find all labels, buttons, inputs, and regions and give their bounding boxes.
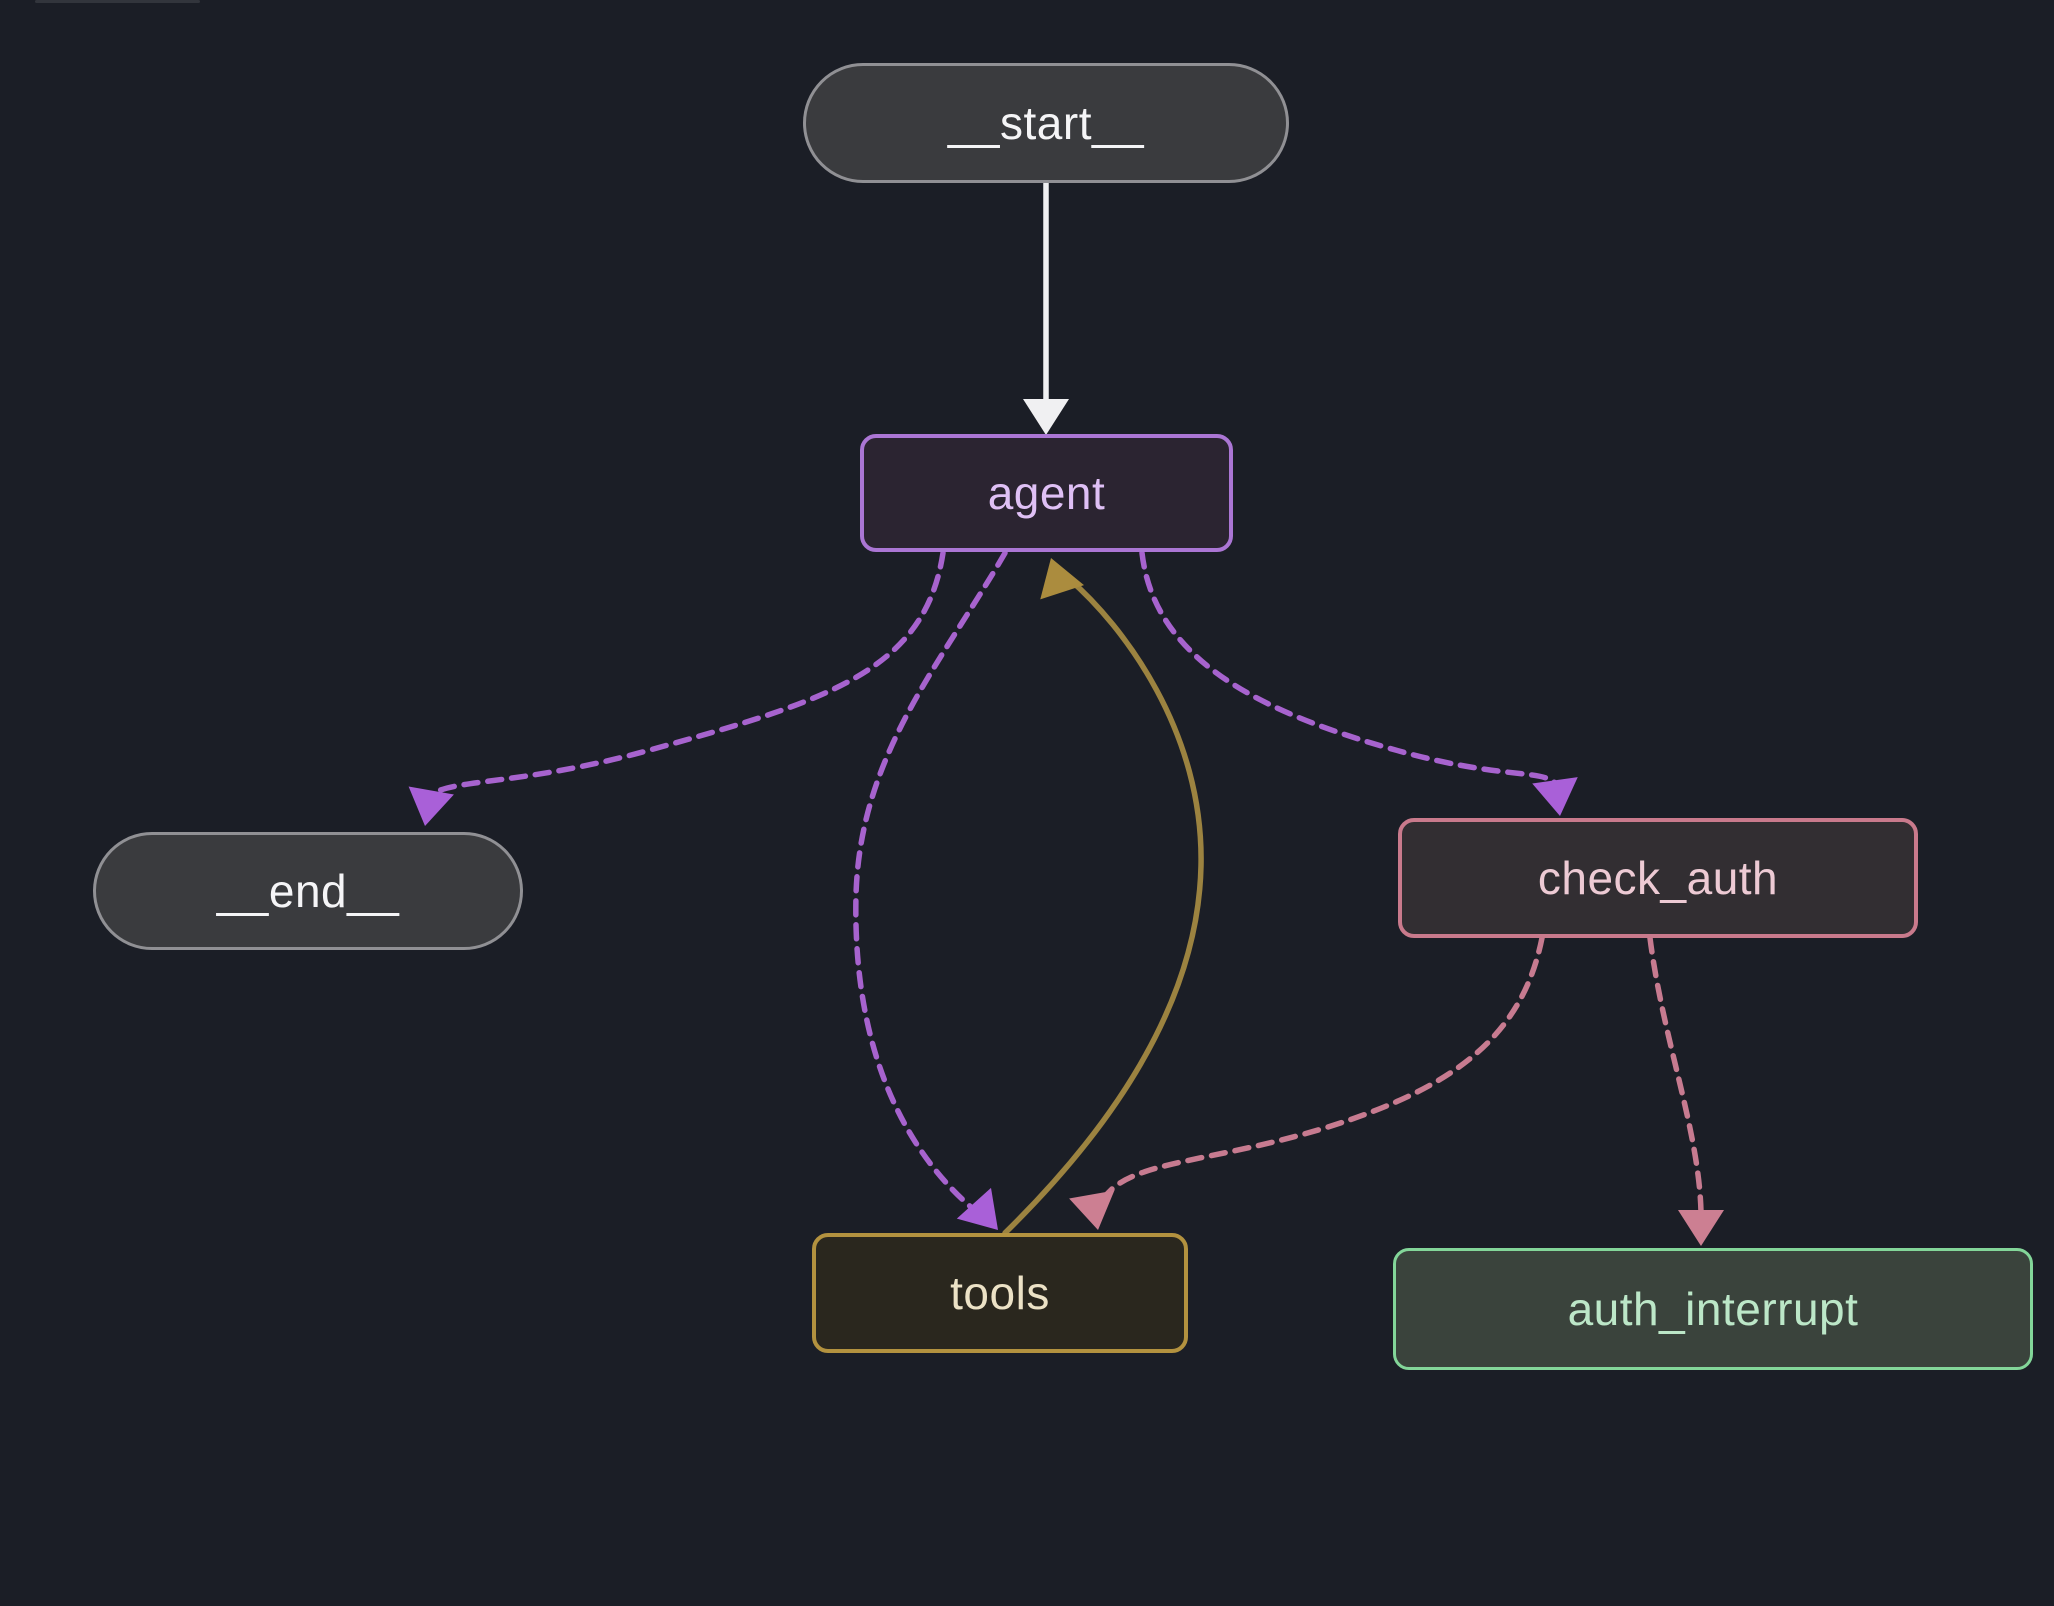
edge-line-check-auth-to-auth-interrupt: [1647, 935, 1704, 1215]
window-edge-artifact: [35, 0, 200, 3]
arrowhead-check-auth-to-tools: [1069, 1190, 1115, 1230]
node-check-auth[interactable]: check_auth: [1398, 818, 1918, 938]
node-tools[interactable]: tools: [812, 1233, 1188, 1353]
arrowhead-tools-to-agent: [1040, 558, 1084, 600]
edge-agent-to-check-auth: [1139, 550, 1578, 816]
arrowhead-agent-to-check-auth: [1532, 777, 1578, 816]
arrowhead-agent-to-end: [408, 786, 454, 826]
edge-agent-to-tools: [853, 550, 1008, 1230]
arrowhead-agent-to-tools: [956, 1187, 998, 1230]
edge-check-auth-to-tools: [1069, 935, 1545, 1230]
node-label: check_auth: [1537, 852, 1779, 904]
edge-line-agent-to-tools: [853, 550, 1008, 1211]
node-start[interactable]: __start__: [803, 63, 1289, 183]
node-label: auth_interrupt: [1567, 1283, 1859, 1335]
edge-line-tools-to-agent: [1002, 575, 1204, 1236]
edge-line-check-auth-to-tools: [1101, 935, 1545, 1201]
edge-start-to-agent: [1023, 180, 1069, 435]
node-label: __end__: [216, 865, 400, 917]
arrowhead-start-to-agent: [1023, 399, 1069, 435]
node-agent[interactable]: agent: [860, 434, 1233, 552]
node-label: __start__: [947, 97, 1145, 149]
edge-line-agent-to-check-auth: [1139, 550, 1559, 787]
edge-check-auth-to-auth-interrupt: [1647, 935, 1724, 1246]
node-end[interactable]: __end__: [93, 832, 523, 950]
edge-agent-to-end: [408, 550, 946, 826]
edge-line-agent-to-end: [426, 550, 946, 799]
node-auth-interrupt[interactable]: auth_interrupt: [1393, 1248, 2033, 1370]
edge-tools-to-agent: [1002, 558, 1204, 1236]
arrowhead-check-auth-to-auth-interrupt: [1678, 1210, 1724, 1246]
node-label: agent: [987, 467, 1106, 519]
node-label: tools: [950, 1267, 1050, 1319]
